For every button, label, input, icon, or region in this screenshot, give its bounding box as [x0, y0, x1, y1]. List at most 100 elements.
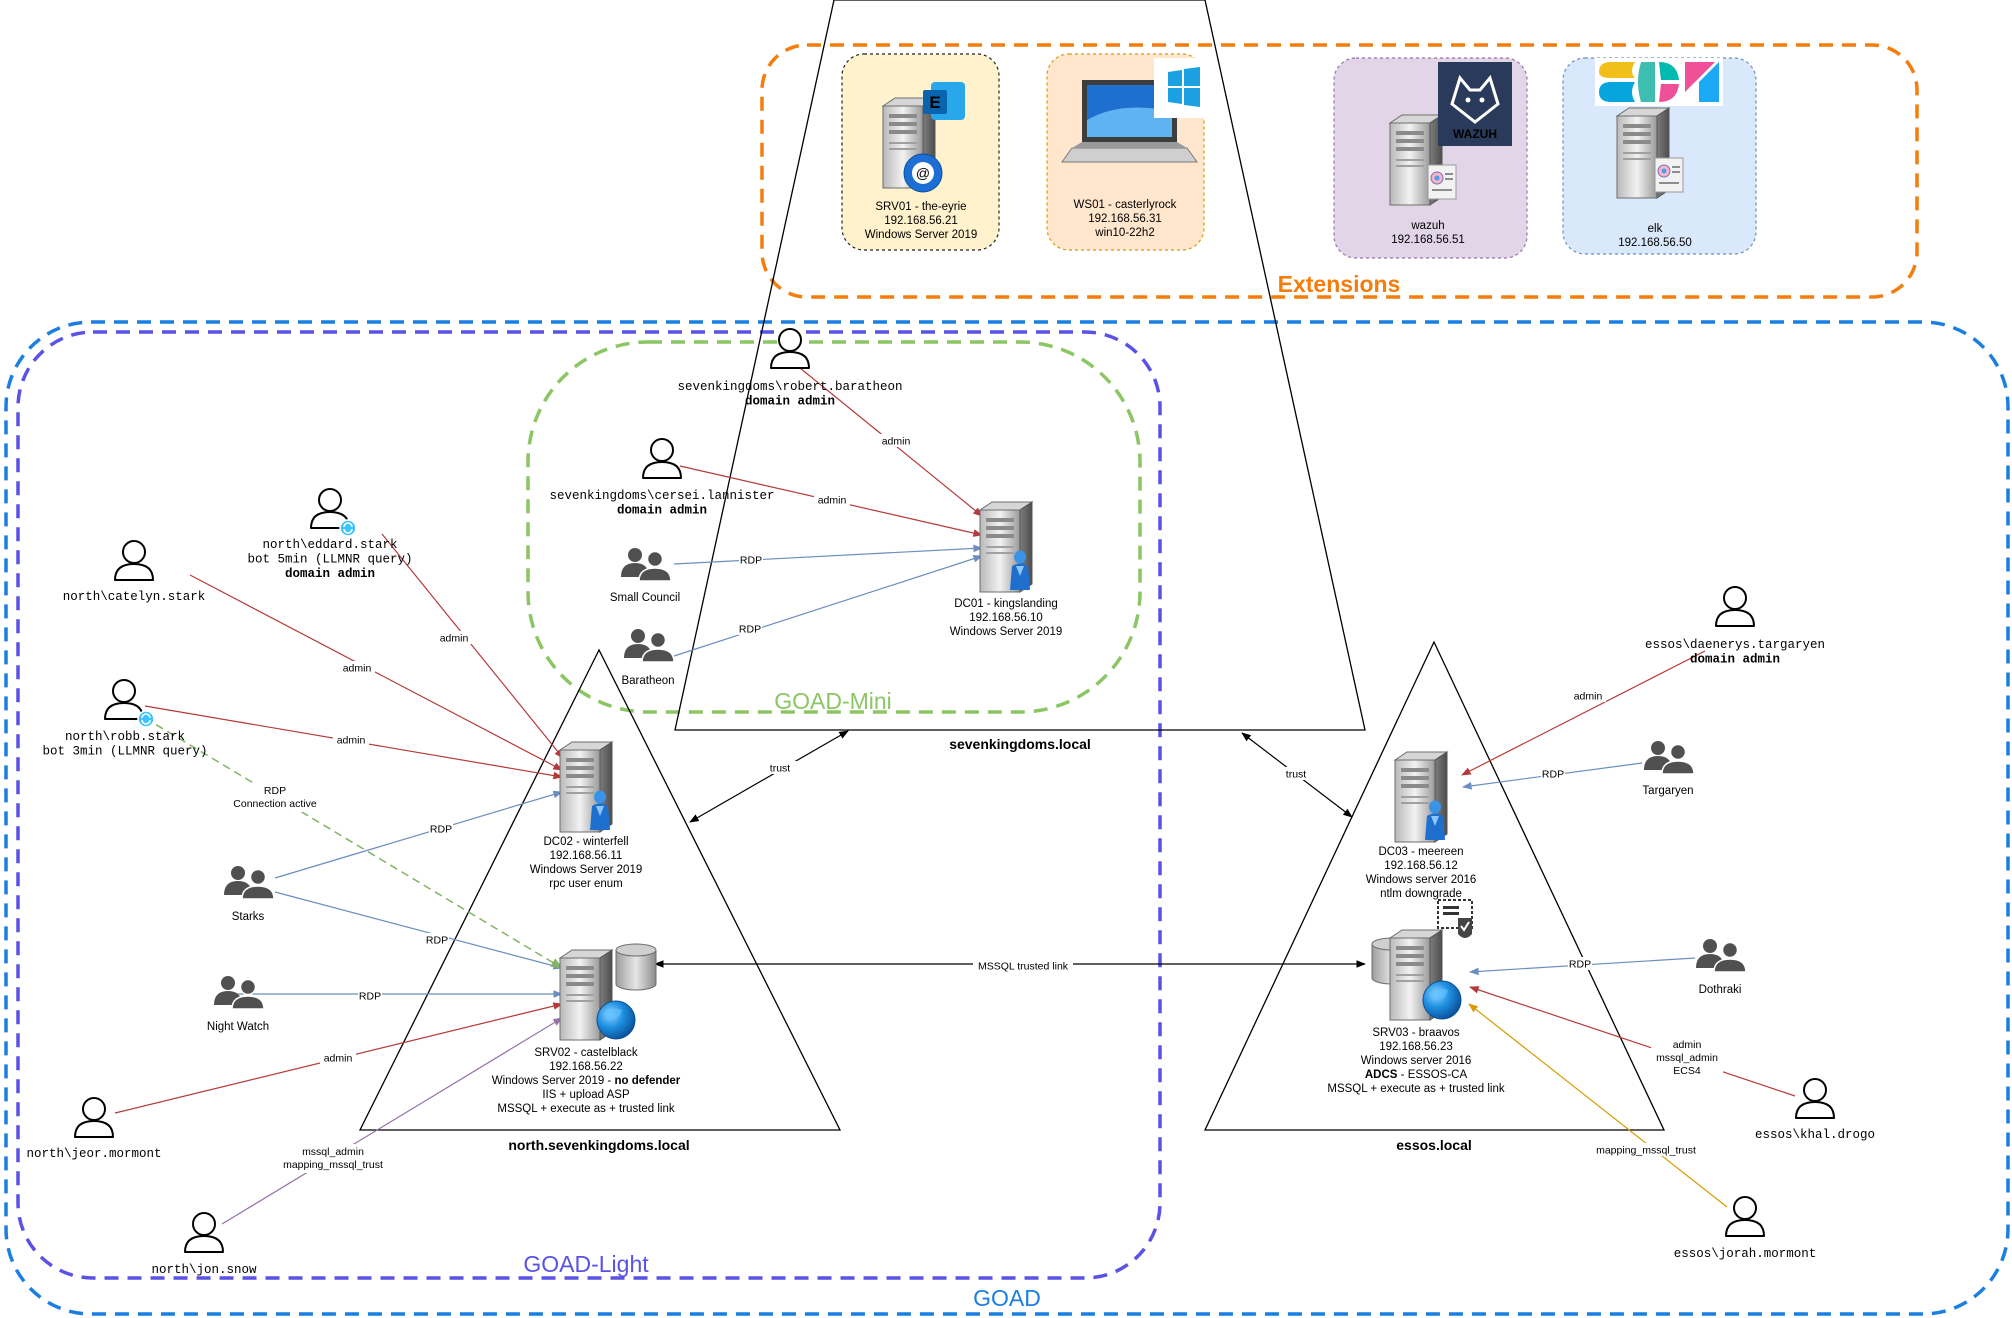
edge-daenerys-dc03	[1461, 650, 1706, 776]
edge-jon-srv02	[221, 1017, 563, 1225]
server-srv02[interactable]: SRV02 - castelblack192.168.56.22Windows …	[492, 943, 681, 1115]
globe-icon	[1422, 980, 1462, 1020]
server-info-line: Windows Server 2019 - no defender	[492, 1075, 681, 1087]
user-name-label: sevenkingdoms\cersei.lannister	[549, 489, 774, 503]
edge-baratheon-dc01	[673, 555, 983, 657]
edge-khal-srv03	[1469, 986, 1796, 1097]
edge-label-trust: trust	[1278, 767, 1314, 781]
user-icon	[770, 328, 810, 369]
goad-mini-region	[526, 340, 1142, 714]
extension-info-line: elk	[1648, 223, 1663, 235]
server-info-line: 192.168.56.10	[969, 612, 1043, 624]
server-dc01[interactable]: DC01 - kingslanding192.168.56.10Windows …	[950, 501, 1063, 638]
user-khal[interactable]: essos\khal.drogo	[1755, 1078, 1875, 1142]
user-role-label: domain admin	[285, 567, 375, 581]
edge-starks-dc02	[274, 790, 563, 879]
user-name-label: north\robb.stark	[65, 730, 185, 744]
edge-label-text: RDP	[1569, 959, 1591, 971]
user-catelyn[interactable]: north\catelyn.stark	[63, 540, 206, 604]
edge-label-rdp: RDP	[358, 989, 382, 1003]
edge-label-text: admin	[440, 633, 469, 645]
edge-label-rdp: RDP	[739, 553, 763, 567]
sevenkingdoms-domain-shape	[674, 0, 1366, 731]
edge-label-text: admin	[882, 436, 911, 448]
edge-smallcouncil-dc01	[673, 544, 983, 565]
goad-region	[4, 320, 2010, 1316]
server-info-line: Windows server 2016	[1366, 874, 1477, 886]
server-info-line: ADCS - ESSOS-CA	[1365, 1069, 1468, 1081]
edge-label-text: mssql_admin	[302, 1146, 364, 1158]
group-icon	[213, 975, 265, 1010]
user-name-label: north\jon.snow	[151, 1263, 257, 1277]
edge-label-text: mapping_mssql_trust	[1596, 1145, 1696, 1157]
edge-label-mapping: mapping_mssql_trust	[1590, 1143, 1702, 1157]
user-role-label: domain admin	[745, 395, 835, 409]
extensions-region	[760, 43, 1919, 299]
server-info-line: ntlm downgrade	[1380, 888, 1462, 900]
goad-light-region-label: GOAD-Light	[523, 1251, 649, 1277]
edge-label-text: admin	[1574, 691, 1603, 703]
essos-domain-shape	[1203, 640, 1666, 1131]
user-icon	[642, 438, 682, 479]
server-info-line: Windows Server 2019	[950, 626, 1063, 638]
elastic-logo-icon	[1595, 58, 1723, 106]
user-jeor[interactable]: north\jeor.mormont	[26, 1097, 162, 1161]
user-icon	[1715, 586, 1755, 627]
edge-label-text: admin	[337, 735, 366, 747]
extension-ws01[interactable]: WS01 - casterlyrock192.168.56.31win10-22…	[1061, 58, 1214, 239]
group-icon	[623, 628, 675, 663]
globe-icon	[596, 1000, 636, 1040]
extension-info-line: Windows Server 2019	[865, 229, 978, 241]
edge-label-text: RDP	[1542, 769, 1564, 781]
user-bot-label: bot 3min (LLMNR query)	[42, 745, 207, 759]
edge-label-text: RDP	[264, 785, 286, 797]
goad-light-region	[16, 330, 1162, 1280]
certificate-icon	[1654, 157, 1684, 193]
certificate-icon	[1437, 899, 1473, 938]
edge-label-text: admin	[1673, 1039, 1702, 1051]
user-jorah[interactable]: essos\jorah.mormont	[1674, 1196, 1817, 1261]
server-info-line: 192.168.56.23	[1379, 1041, 1453, 1053]
user-icon	[74, 1097, 114, 1138]
group-icon	[1695, 938, 1747, 973]
edge-label-text: admin	[324, 1053, 353, 1065]
group-targaryen[interactable]: Targaryen	[1642, 740, 1695, 797]
edge-label-text: RDP	[359, 991, 381, 1003]
user-name-label: sevenkingdoms\robert.baratheon	[677, 380, 902, 394]
extension-info-line: 192.168.56.21	[884, 215, 958, 227]
windows-logo-icon	[1154, 58, 1214, 118]
server-info-line: SRV03 - braavos	[1372, 1027, 1460, 1039]
group-name-label: Small Council	[610, 592, 680, 604]
user-role-label: domain admin	[1690, 653, 1780, 667]
extension-info-line: SRV01 - the-eyrie	[875, 201, 966, 213]
server-info-line: MSSQL + execute as + trusted link	[1327, 1083, 1505, 1095]
edge-label-admin: admin	[1570, 689, 1606, 703]
mail-globe-icon: @	[903, 153, 943, 193]
group-starks[interactable]: Starks	[223, 865, 275, 923]
group-dothraki[interactable]: Dothraki	[1695, 938, 1747, 996]
group-baratheon[interactable]: Baratheon	[621, 628, 675, 687]
north-domain-shape	[358, 648, 842, 1131]
group-name-label: Dothraki	[1699, 984, 1742, 996]
user-icon	[104, 679, 144, 720]
edge-label-trust: trust	[762, 761, 798, 775]
extension-srv01[interactable]: E@SRV01 - the-eyrie192.168.56.21Windows …	[865, 82, 978, 241]
group-small-council[interactable]: Small Council	[610, 547, 680, 604]
edge-label-admin: admin	[339, 661, 375, 675]
group-night-watch[interactable]: Night Watch	[207, 975, 269, 1033]
user-jon[interactable]: north\jon.snow	[151, 1212, 257, 1277]
edge-robb-srv02-connection	[144, 717, 564, 969]
user-role-label: domain admin	[617, 504, 707, 518]
